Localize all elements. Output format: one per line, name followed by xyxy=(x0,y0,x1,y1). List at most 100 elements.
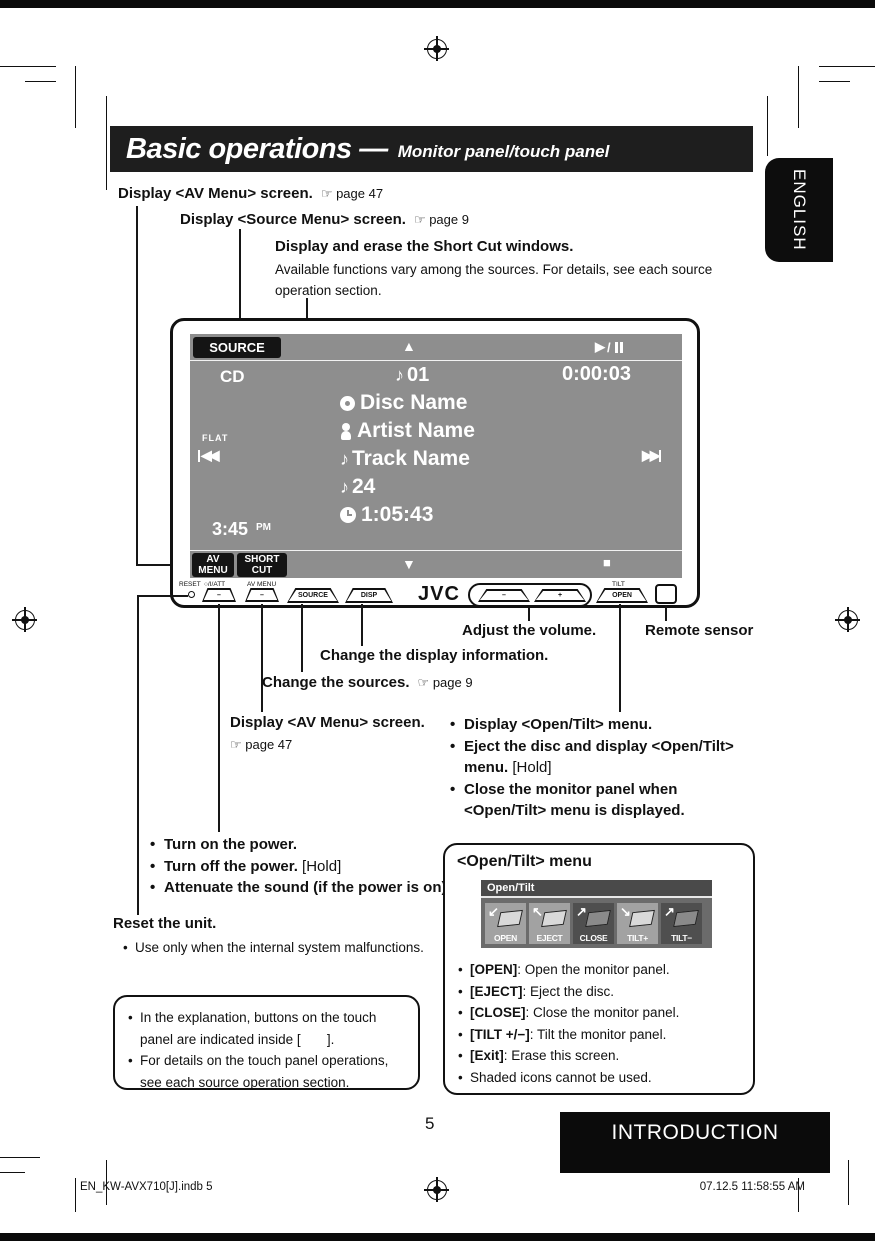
trim-mark xyxy=(819,81,850,82)
source-button[interactable]: SOURCE xyxy=(287,588,339,603)
artist-name-line: Artist Name xyxy=(340,419,475,443)
list-item: Eject the disc and display <Open/Tilt> m… xyxy=(450,736,750,779)
pointer-line xyxy=(137,595,139,915)
power-att-label: ○/I/ATT xyxy=(204,581,226,588)
callout-reset-title: Reset the unit. xyxy=(113,915,217,932)
page-number: 5 xyxy=(425,1114,435,1133)
open-tilt-callout-list: Display <Open/Tilt> menu. Eject the disc… xyxy=(450,714,750,822)
source-indicator: CD xyxy=(220,367,245,386)
section-footer-bar: INTRODUCTION xyxy=(560,1112,830,1173)
callout-shortcut-title: Display and erase the Short Cut windows. xyxy=(275,238,574,255)
eject-arrow-icon: ↖ xyxy=(532,904,543,919)
monitor-panel: SOURCE ▲ ▶/ CD FLAT ◀◀ 3:45 PM ♪01 0:00:… xyxy=(170,318,700,608)
open-tilt-box-title: <Open/Tilt> menu xyxy=(457,853,592,870)
open-tilt-open-button[interactable]: ↙ OPEN xyxy=(485,903,526,944)
registration-mark-icon xyxy=(424,1177,449,1202)
tilt-minus-arrow-icon: ↗ xyxy=(664,904,675,919)
panel-icon xyxy=(497,909,523,928)
pointer-line xyxy=(619,604,621,712)
skip-forward-icon[interactable]: ▶▶ xyxy=(642,447,661,464)
reset-button[interactable] xyxy=(188,591,195,598)
open-button[interactable]: OPEN xyxy=(596,588,648,603)
print-trim-bar-top xyxy=(0,0,875,8)
list-item: In the explanation, buttons on the touch… xyxy=(127,1007,409,1050)
stop-icon: ■ xyxy=(603,555,611,570)
volume-rocker: – + xyxy=(468,583,592,607)
panel-icon xyxy=(629,909,655,928)
pointer-line xyxy=(218,604,220,832)
pointer-line xyxy=(301,604,303,672)
list-item: [Exit]: Erase this screen. xyxy=(457,1045,745,1067)
trim-mark xyxy=(848,1160,849,1205)
list-item: Display <Open/Tilt> menu. xyxy=(450,714,750,736)
list-item: [OPEN]: Open the monitor panel. xyxy=(457,959,745,981)
callout-remote-sensor: Remote sensor xyxy=(645,622,754,639)
reset-note-list: Use only when the internal system malfun… xyxy=(122,937,432,959)
pointer-line xyxy=(136,206,138,566)
trim-mark xyxy=(106,96,107,190)
elapsed-time: 0:00:03 xyxy=(562,363,631,385)
pointer-line xyxy=(239,229,241,339)
trim-mark xyxy=(0,1157,40,1158)
pointer-line xyxy=(361,604,363,646)
open-tilt-tilt-minus-button: ↗ TILT− xyxy=(661,903,702,944)
registration-mark-icon xyxy=(12,607,37,632)
trim-mark xyxy=(798,1178,799,1212)
note-icon: ♪ xyxy=(340,448,349,469)
panel-icon xyxy=(673,909,699,928)
open-tilt-eject-button[interactable]: ↖ EJECT xyxy=(529,903,570,944)
artist-icon xyxy=(340,422,352,440)
list-item: Turn off the power. [Hold] xyxy=(150,856,460,878)
clock-time: 3:45 xyxy=(212,519,249,539)
touch-source-button[interactable]: SOURCE xyxy=(193,337,281,358)
av-menu-button[interactable]: – xyxy=(245,588,279,602)
av-menu-label: AV MENU xyxy=(247,581,277,588)
pointer-line xyxy=(137,595,188,597)
callout-adjust-volume: Adjust the volume. xyxy=(462,622,597,639)
list-item: Use only when the internal system malfun… xyxy=(122,937,432,959)
play-pause-icon: ▶/ xyxy=(595,339,623,355)
page-subtitle: Monitor panel/touch panel xyxy=(397,142,610,161)
tilt-label: TILT xyxy=(612,581,625,588)
list-item: For details on the touch panel operation… xyxy=(127,1050,409,1093)
pointer-line xyxy=(261,604,263,712)
open-tilt-close-button: ↗ CLOSE xyxy=(573,903,614,944)
skip-back-icon[interactable]: ◀◀ xyxy=(198,447,219,464)
volume-up-button[interactable]: + xyxy=(534,589,586,602)
down-arrow-icon[interactable]: ▼ xyxy=(402,556,416,572)
open-tilt-screen-header: Open/Tilt xyxy=(481,880,712,898)
remote-sensor xyxy=(655,584,677,604)
total-tracks-line: ♪ 24 xyxy=(340,475,376,498)
registration-mark-icon xyxy=(835,607,860,632)
callout-av-menu-top: Display <AV Menu> screen.☞ page 47 xyxy=(118,185,384,202)
callout-change-display: Change the display information. xyxy=(320,647,549,664)
note-box: In the explanation, buttons on the touch… xyxy=(113,995,420,1090)
disp-button[interactable]: DISP xyxy=(345,588,393,603)
open-tilt-tilt-plus-button[interactable]: ↘ TILT+ xyxy=(617,903,658,944)
track-number: ♪01 xyxy=(395,364,430,386)
trim-mark xyxy=(75,66,76,128)
power-callout-list: Turn on the power. Turn off the power. [… xyxy=(150,834,460,899)
open-tilt-menu-box: <Open/Tilt> menu Open/Tilt ↙ OPEN ↖ EJEC… xyxy=(443,843,755,1095)
clock-ampm: PM xyxy=(256,522,271,533)
up-arrow-icon[interactable]: ▲ xyxy=(402,338,416,354)
open-arrow-icon: ↙ xyxy=(488,904,499,919)
trim-mark xyxy=(75,1178,76,1212)
eq-indicator: FLAT xyxy=(202,433,229,443)
power-button[interactable]: – xyxy=(202,588,236,602)
trim-mark xyxy=(798,66,799,128)
disc-icon xyxy=(340,395,355,411)
trim-mark xyxy=(106,1160,107,1205)
volume-down-button[interactable]: – xyxy=(478,589,530,602)
pointer-line xyxy=(528,608,530,621)
list-item: Attenuate the sound (if the power is on)… xyxy=(150,877,460,899)
page-title-bar: Basic operations — Monitor panel/touch p… xyxy=(110,126,753,172)
pointer-line xyxy=(665,605,667,621)
callout-shortcut-desc: Available functions vary among the sourc… xyxy=(275,262,713,298)
callout-source-menu: Display <Source Menu> screen.☞ page 9 xyxy=(180,211,469,228)
clock-icon xyxy=(340,507,356,523)
tilt-plus-arrow-icon: ↘ xyxy=(620,904,631,919)
trim-mark xyxy=(767,96,768,156)
